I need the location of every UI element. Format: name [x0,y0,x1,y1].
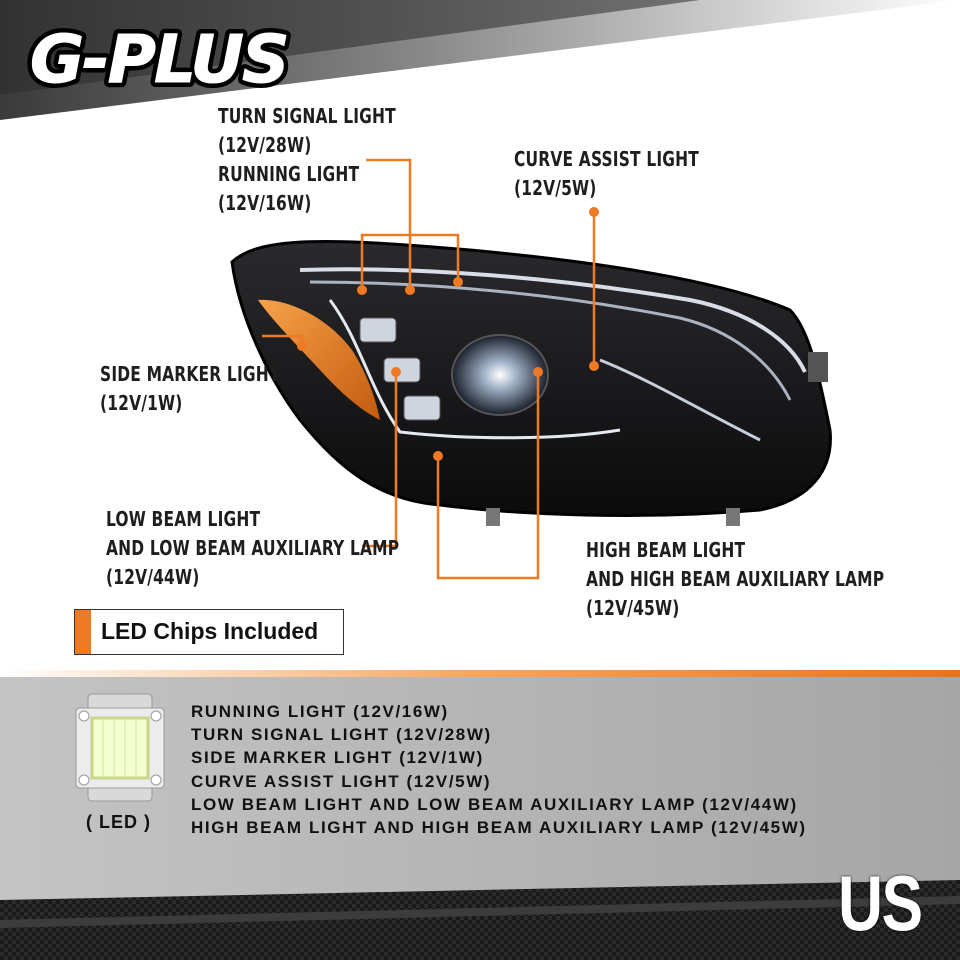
dot [453,277,463,287]
callout-high-beam: HIGH BEAM LIGHT AND HIGH BEAM AUXILIARY … [586,536,884,623]
dot [297,341,307,351]
led-module [383,357,421,383]
spec-item: CURVE ASSIST LIGHT (12V/5W) [191,771,492,791]
low-beam-leader [362,372,398,548]
callout-line: AND LOW BEAM AUXILIARY LAMP [106,536,400,560]
callout-line: CURVE ASSIST LIGHT [514,147,700,171]
callout-line: LOW BEAM LIGHT [106,507,261,531]
callout-lines [262,158,596,580]
callout-line: SIDE MARKER LIGHT [100,362,280,386]
callout-line: (12V/16W) [218,191,312,215]
spec-item: TURN SIGNAL LIGHT (12V/28W) [191,725,492,745]
callout-turn-running: TURN SIGNAL LIGHT (12V/28W) RUNNING LIGH… [218,102,396,218]
spec-item: LOW BEAM LIGHT AND LOW BEAM AUXILIARY LA… [191,794,798,814]
dot [405,285,415,295]
callout-dots [297,207,599,461]
led-caption: ( LED ) [86,812,151,832]
led-chips-badge: LED Chips Included [74,609,344,655]
mount-tab [486,508,500,526]
mount-tab [726,508,740,526]
callout-line: (12V/28W) [218,133,312,157]
drl-strip [328,299,621,440]
spec-list: RUNNING LIGHT (12V/16W) TURN SIGNAL LIGH… [191,700,807,839]
dot [589,361,599,371]
drl-strip [599,358,761,442]
dot [433,451,443,461]
market-badge: US [838,859,923,947]
led-chip-icon [75,693,165,802]
callout-line: HIGH BEAM LIGHT [586,538,746,562]
brand-logo: G-PLUS G-PLUS [26,22,295,92]
drl-strip [299,267,807,373]
led-module [403,395,441,421]
logo-outline: G-PLUS [30,22,288,92]
dot [589,207,599,217]
callout-line: (12V/44W) [106,565,200,589]
callout-curve-assist: CURVE ASSIST LIGHT (12V/5W) [514,145,699,203]
callout-line: TURN SIGNAL LIGHT [218,104,396,128]
high-beam-leader [436,372,540,580]
callout-line: (12V/1W) [100,391,183,415]
headlight-illustration [230,158,832,580]
callout-low-beam: LOW BEAM LIGHT AND LOW BEAM AUXILIARY LA… [106,505,399,592]
turn-running-bracket [360,233,460,288]
callout-line: RUNNING LIGHT [218,162,360,186]
dot [533,367,543,377]
callout-line: (12V/45W) [586,596,680,620]
drl-strip [309,280,792,401]
dot [357,285,367,295]
badge-accent-bar [75,610,91,654]
badge-label: LED Chips Included [101,618,319,644]
side-marker-lens [258,299,380,420]
dot [391,367,401,377]
connector [808,352,828,382]
led-module [359,317,397,343]
spec-item: HIGH BEAM LIGHT AND HIGH BEAM AUXILIARY … [191,818,807,838]
callout-line: AND HIGH BEAM AUXILIARY LAMP [586,567,885,591]
spec-item: SIDE MARKER LIGHT (12V/1W) [191,748,484,768]
turn-running-leader [366,158,412,290]
callout-side-marker: SIDE MARKER LIGHT (12V/1W) [100,360,280,418]
callout-line: (12V/5W) [514,176,597,200]
header-background [0,0,960,120]
projector-lens [451,334,549,416]
logo-text: G-PLUS [30,22,288,92]
spec-item: RUNNING LIGHT (12V/16W) [191,702,449,721]
footer-carbon-strip [0,880,960,960]
